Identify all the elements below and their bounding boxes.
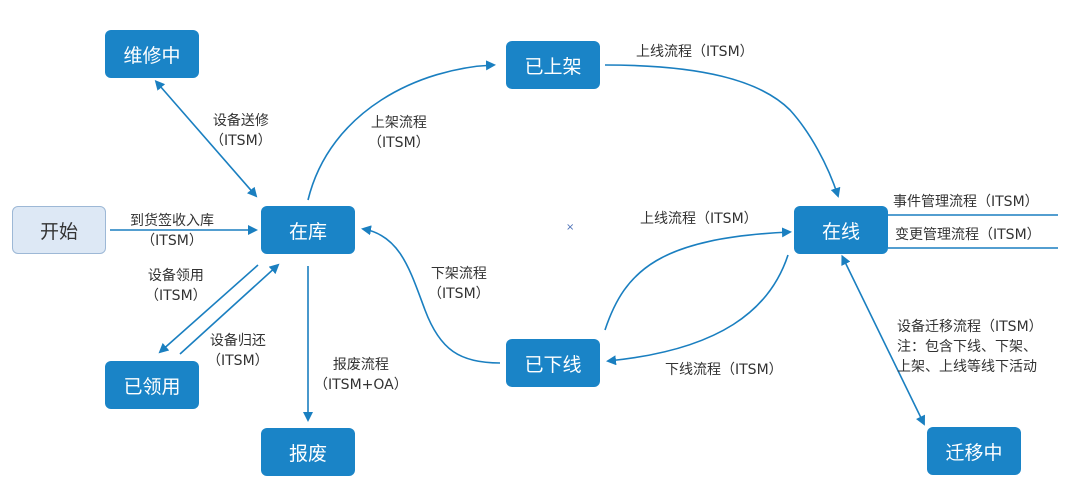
node-in-stock[interactable]: 在库 — [261, 206, 355, 254]
label-claim: 设备领用 （ITSM） — [145, 266, 207, 306]
edge-repair — [154, 79, 258, 198]
node-migrating[interactable]: 迁移中 — [927, 427, 1021, 475]
label-receive-line2: （ITSM） — [141, 233, 203, 249]
node-online-label: 在线 — [821, 220, 860, 243]
label-migrate-line1: 设备迁移流程（ITSM） — [897, 319, 1043, 335]
label-incident: 事件管理流程（ITSM） — [893, 194, 1039, 210]
label-unshelve-line1: 下架流程 — [430, 266, 487, 282]
label-unshelve-line2: （ITSM） — [428, 286, 490, 302]
label-go-offline: 下线流程（ITSM） — [665, 362, 783, 378]
label-claim-line2: （ITSM） — [145, 288, 207, 304]
node-offline[interactable]: 已下线 — [506, 339, 600, 387]
label-migrate-line2: 注：包含下线、下架、 — [897, 339, 1037, 355]
node-repairing[interactable]: 维修中 — [105, 30, 199, 78]
label-scrap-line2: （ITSM+OA） — [314, 377, 408, 393]
node-shelved[interactable]: 已上架 — [506, 41, 600, 89]
edge-go-online-mid — [604, 227, 792, 331]
node-start-label: 开始 — [39, 220, 78, 243]
label-migrate: 设备迁移流程（ITSM） 注：包含下线、下架、 上架、上线等线下活动 — [897, 317, 1043, 377]
label-scrap-line1: 报废流程 — [332, 357, 389, 373]
label-claim-line1: 设备领用 — [147, 268, 204, 284]
label-shelve-line1: 上架流程 — [370, 115, 427, 131]
label-repair: 设备送修 （ITSM） — [210, 111, 272, 151]
node-in-stock-label: 在库 — [288, 220, 327, 243]
edge-go-online-top — [604, 64, 841, 198]
label-shelve-line2: （ITSM） — [368, 135, 430, 151]
node-scrapped-label: 报废 — [288, 442, 327, 465]
label-go-online-mid: 上线流程（ITSM） — [640, 211, 758, 227]
node-claimed[interactable]: 已领用 — [105, 361, 199, 409]
label-return: 设备归还 （ITSM） — [207, 331, 269, 371]
node-online[interactable]: 在线 — [794, 206, 888, 254]
label-go-online-top: 上线流程（ITSM） — [636, 44, 754, 60]
label-return-line1: 设备归还 — [209, 333, 266, 349]
label-repair-line2: （ITSM） — [210, 133, 272, 149]
cursor-marker: × — [566, 222, 575, 233]
node-shelved-label: 已上架 — [524, 55, 582, 78]
label-repair-line1: 设备送修 — [212, 113, 269, 129]
edge-migrate — [841, 254, 925, 426]
label-scrap: 报废流程 （ITSM+OA） — [314, 355, 408, 395]
edge-return — [179, 263, 280, 355]
label-receive-line1: 到货签收入库 — [130, 213, 214, 229]
label-return-line2: （ITSM） — [207, 353, 269, 369]
node-scrapped[interactable]: 报废 — [261, 428, 355, 476]
label-unshelve: 下架流程 （ITSM） — [428, 264, 490, 304]
edge-claim — [158, 264, 259, 354]
node-repairing-label: 维修中 — [123, 44, 181, 67]
node-offline-label: 已下线 — [524, 353, 582, 376]
label-change: 变更管理流程（ITSM） — [895, 227, 1041, 243]
node-claimed-label: 已领用 — [123, 375, 181, 398]
node-migrating-label: 迁移中 — [945, 441, 1003, 464]
label-migrate-line3: 上架、上线等线下活动 — [897, 359, 1037, 375]
label-receive: 到货签收入库 （ITSM） — [130, 211, 214, 251]
edge-go-offline — [606, 254, 789, 366]
edge-shelve — [307, 60, 496, 201]
edge-unshelve — [361, 225, 501, 364]
label-shelve: 上架流程 （ITSM） — [368, 113, 430, 153]
node-start[interactable]: 开始 — [12, 206, 106, 254]
